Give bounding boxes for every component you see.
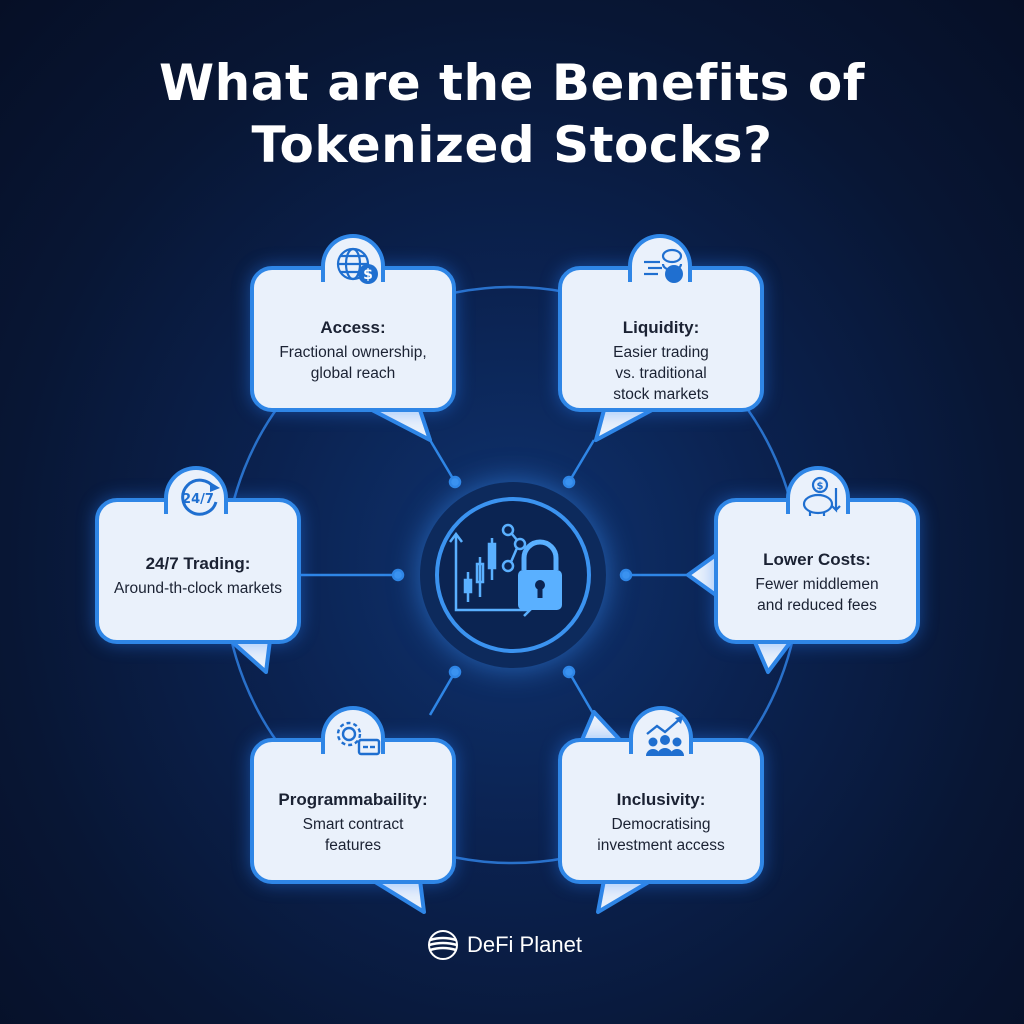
brand-logo: DeFi Planet: [425, 928, 582, 962]
card-text: Around-th-clock markets: [114, 580, 282, 597]
card-box: Programmabaility: Smart contract feature…: [250, 738, 456, 884]
card-text: Fewer middlemen: [755, 576, 879, 593]
card-text: vs. traditional: [615, 365, 707, 382]
title-line-1: What are the Benefits of: [159, 54, 865, 112]
card-text: Democratising: [611, 816, 711, 833]
piggy-bank-icon: $: [786, 466, 850, 516]
card-text: Fractional ownership,: [279, 344, 427, 361]
card-box: Liquidity: Easier trading vs. traditiona…: [558, 266, 764, 412]
card-heading: Liquidity:: [622, 318, 700, 337]
card-text: investment access: [597, 837, 725, 854]
card-box: Inclusivity: Democratising investment ac…: [558, 738, 764, 884]
card-text: global reach: [310, 365, 396, 382]
coins-transfer-icon: [628, 234, 692, 283]
globe-dollar-icon: $: [321, 234, 385, 284]
svg-text:$: $: [817, 481, 824, 492]
clock-24-7-icon: 24/7: [164, 466, 228, 516]
card-text: stock markets: [613, 386, 709, 403]
card-box: 24/7 Trading: Around-th-clock markets: [95, 498, 301, 644]
badge-label: 24/7: [182, 492, 214, 507]
card-heading: Inclusivity:: [616, 790, 706, 809]
card-heading: 24/7 Trading:: [145, 554, 251, 573]
svg-text:$: $: [363, 267, 373, 283]
card-text: features: [324, 837, 381, 854]
brand-name: DeFi Planet: [467, 932, 582, 957]
card-heading: Programmabaility:: [278, 790, 428, 809]
card-heading: Lower Costs:: [763, 550, 871, 569]
chart-lock-icon: [435, 497, 591, 653]
gear-code-icon: [321, 706, 385, 756]
card-box: Lower Costs: Fewer middlemen and reduced…: [714, 498, 920, 644]
card-text: and reduced fees: [757, 597, 877, 614]
title-line-2: Tokenized Stocks?: [251, 116, 773, 174]
page-title: What are the Benefits of Tokenized Stock…: [0, 52, 1024, 176]
center-hub: [420, 482, 606, 668]
card-box: Access: Fractional ownership, global rea…: [250, 266, 456, 412]
defi-planet-logo-icon: [428, 930, 458, 960]
people-growth-icon: [629, 706, 693, 756]
card-heading: Access:: [320, 318, 386, 337]
card-text: Smart contract: [302, 816, 404, 833]
card-text: Easier trading: [613, 344, 709, 361]
